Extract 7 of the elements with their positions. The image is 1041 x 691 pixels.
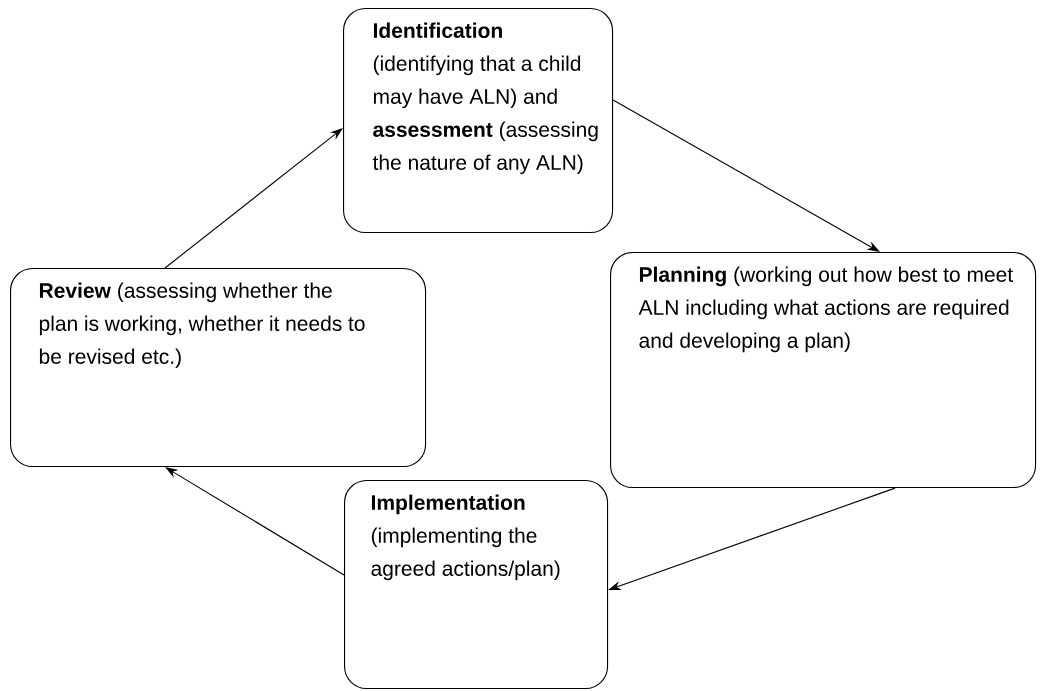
arrow [612, 99, 880, 252]
process-box: Identification (identifying that a child may have ALN) and assessment (assessing the nature of any ALN) [343, 8, 614, 234]
process-box: Planning (working out how best to meet ALN including what actions are required and developing a plan) [610, 252, 1037, 489]
arrow [164, 128, 343, 269]
arrow [165, 467, 345, 576]
process-box: Implementation (implementing the agreed actions/plan) [344, 480, 609, 690]
process-box: Review (assessing whether the plan is working, whether it needs to be revised etc.) [10, 268, 427, 468]
